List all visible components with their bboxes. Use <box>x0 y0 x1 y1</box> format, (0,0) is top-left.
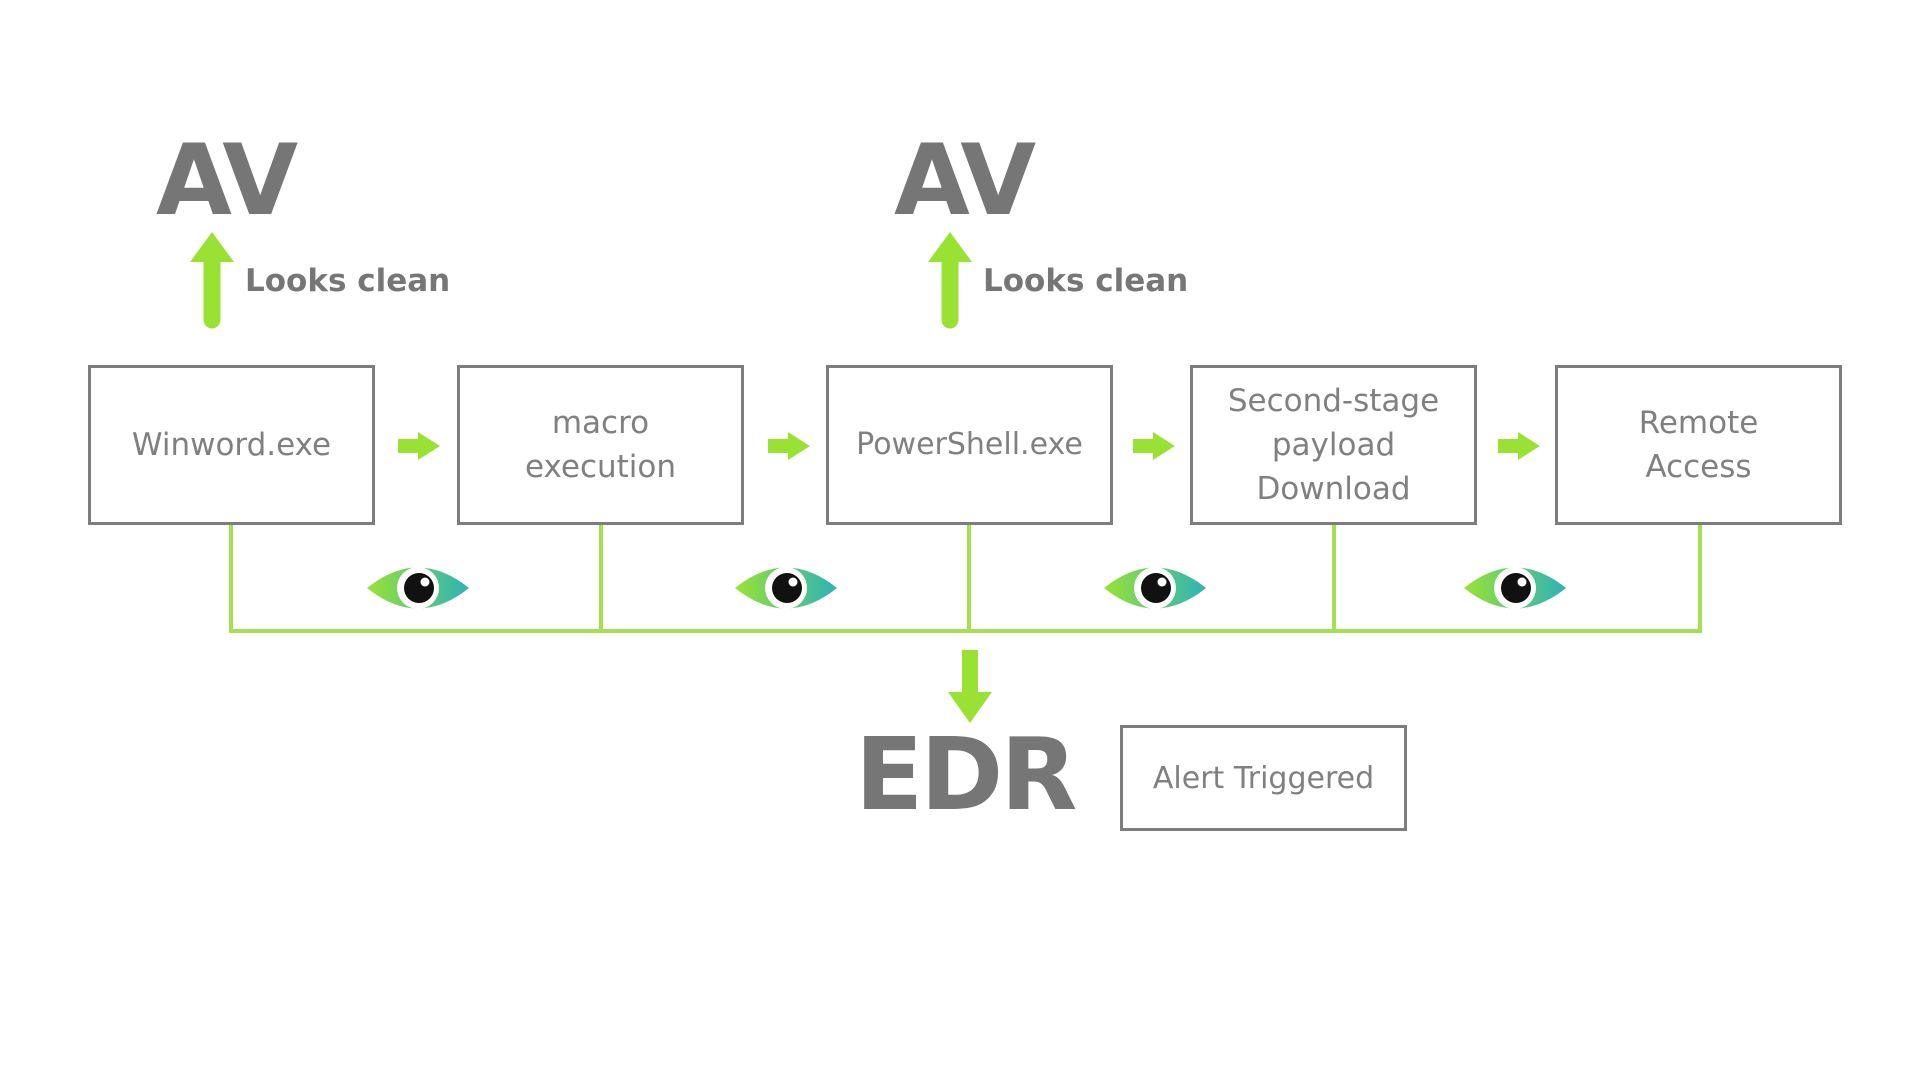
av-up-arrow-1 <box>190 232 234 329</box>
process-box-winword: Winword.exe <box>88 365 375 525</box>
process-label: Second-stage payload Download <box>1227 383 1440 507</box>
eye-icon <box>1464 567 1566 609</box>
process-box-second-stage-download: Second-stage payload Download <box>1190 365 1477 525</box>
alert-triggered-box: Alert Triggered <box>1120 725 1407 831</box>
eye-icon <box>367 567 469 609</box>
process-label: Winword.exe <box>131 427 332 463</box>
eye-icon <box>735 567 837 609</box>
edr-down-arrow <box>948 650 992 723</box>
av-label: AV <box>894 124 1036 238</box>
flow-arrow-1 <box>398 432 440 460</box>
av-label: AV <box>156 124 298 238</box>
process-box-macro-execution: macro execution <box>457 365 744 525</box>
looks-clean-label: Looks clean <box>245 263 451 299</box>
alert-status-text: Alert Triggered <box>1152 760 1375 796</box>
edr-label: EDR <box>855 716 1077 833</box>
flow-arrow-4 <box>1498 432 1540 460</box>
flow-arrow-2 <box>768 432 810 460</box>
process-box-powershell: PowerShell.exe <box>826 365 1113 525</box>
process-label: macro execution <box>524 405 677 485</box>
process-label: PowerShell.exe <box>856 427 1083 462</box>
eye-icon <box>1104 567 1206 609</box>
process-box-remote-access: Remote Access <box>1555 365 1842 525</box>
looks-clean-label: Looks clean <box>983 263 1189 299</box>
flow-arrow-3 <box>1133 432 1175 460</box>
av-up-arrow-2 <box>928 232 972 329</box>
monitor-bus <box>229 523 1702 633</box>
process-label: Remote Access <box>1638 405 1759 485</box>
